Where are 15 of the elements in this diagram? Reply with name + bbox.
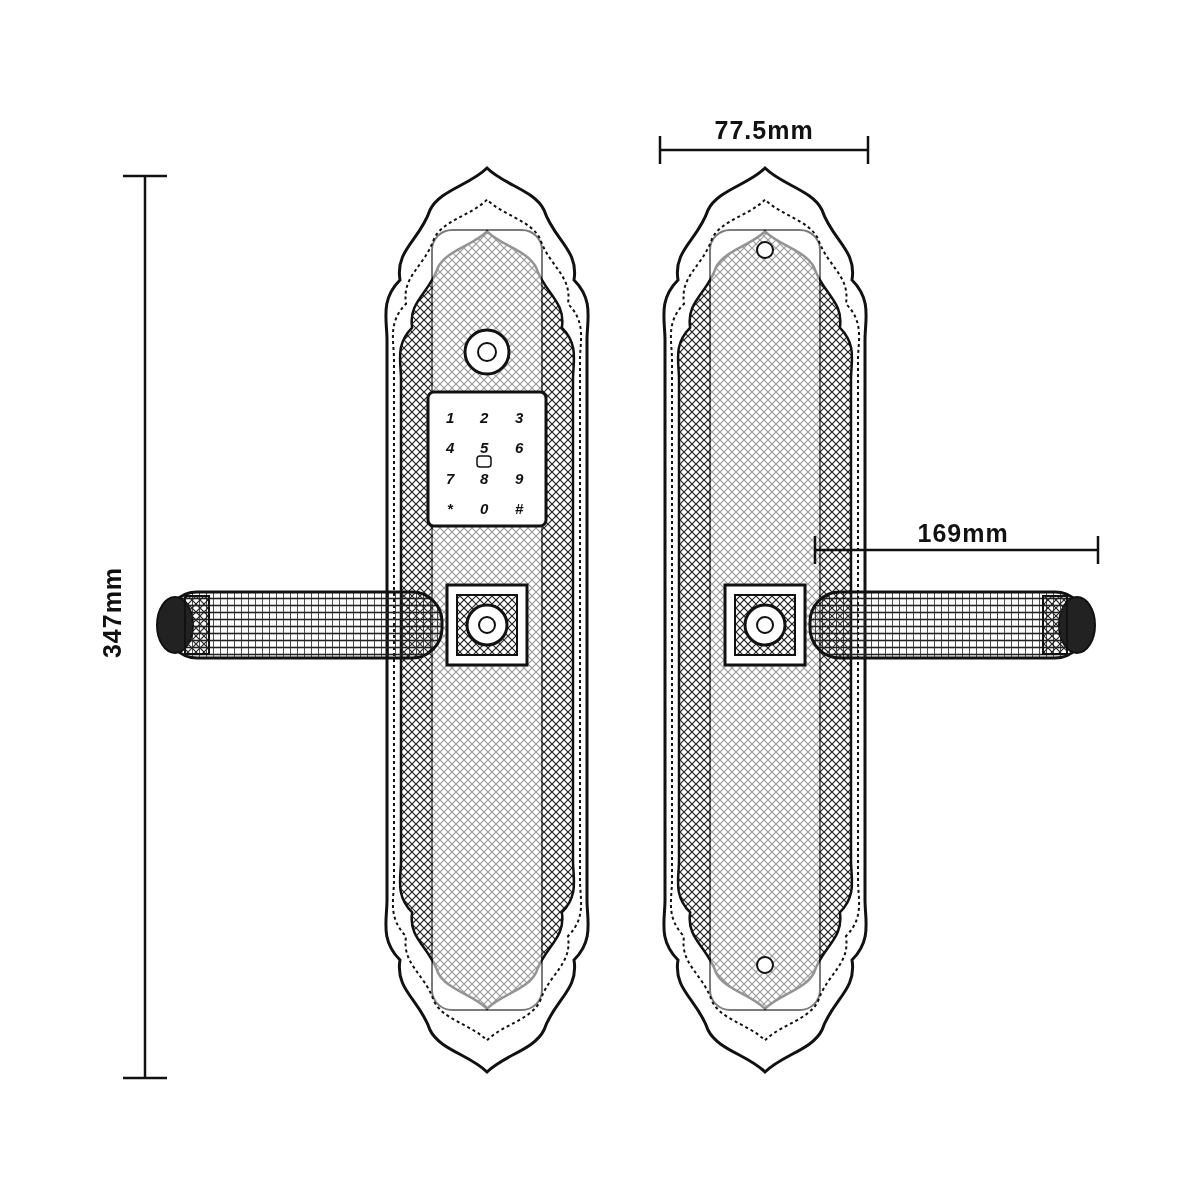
dimension-label: 169mm [917, 520, 1009, 546]
key-label: 8 [480, 470, 489, 486]
key-label: 3 [515, 409, 524, 425]
dimension-label: 77.5mm [714, 117, 814, 143]
key-label: 5 [480, 439, 489, 455]
dimension-label: 347mm [99, 566, 125, 658]
key-label: 4 [446, 439, 455, 455]
key-label: 9 [515, 470, 524, 486]
key-label: 0 [480, 500, 489, 516]
key-label: 1 [446, 409, 455, 425]
key-label: * [447, 500, 453, 516]
key-label: 7 [446, 470, 455, 486]
key-label: 6 [515, 439, 524, 455]
key-label: # [515, 500, 524, 516]
key-label: 2 [480, 409, 489, 425]
